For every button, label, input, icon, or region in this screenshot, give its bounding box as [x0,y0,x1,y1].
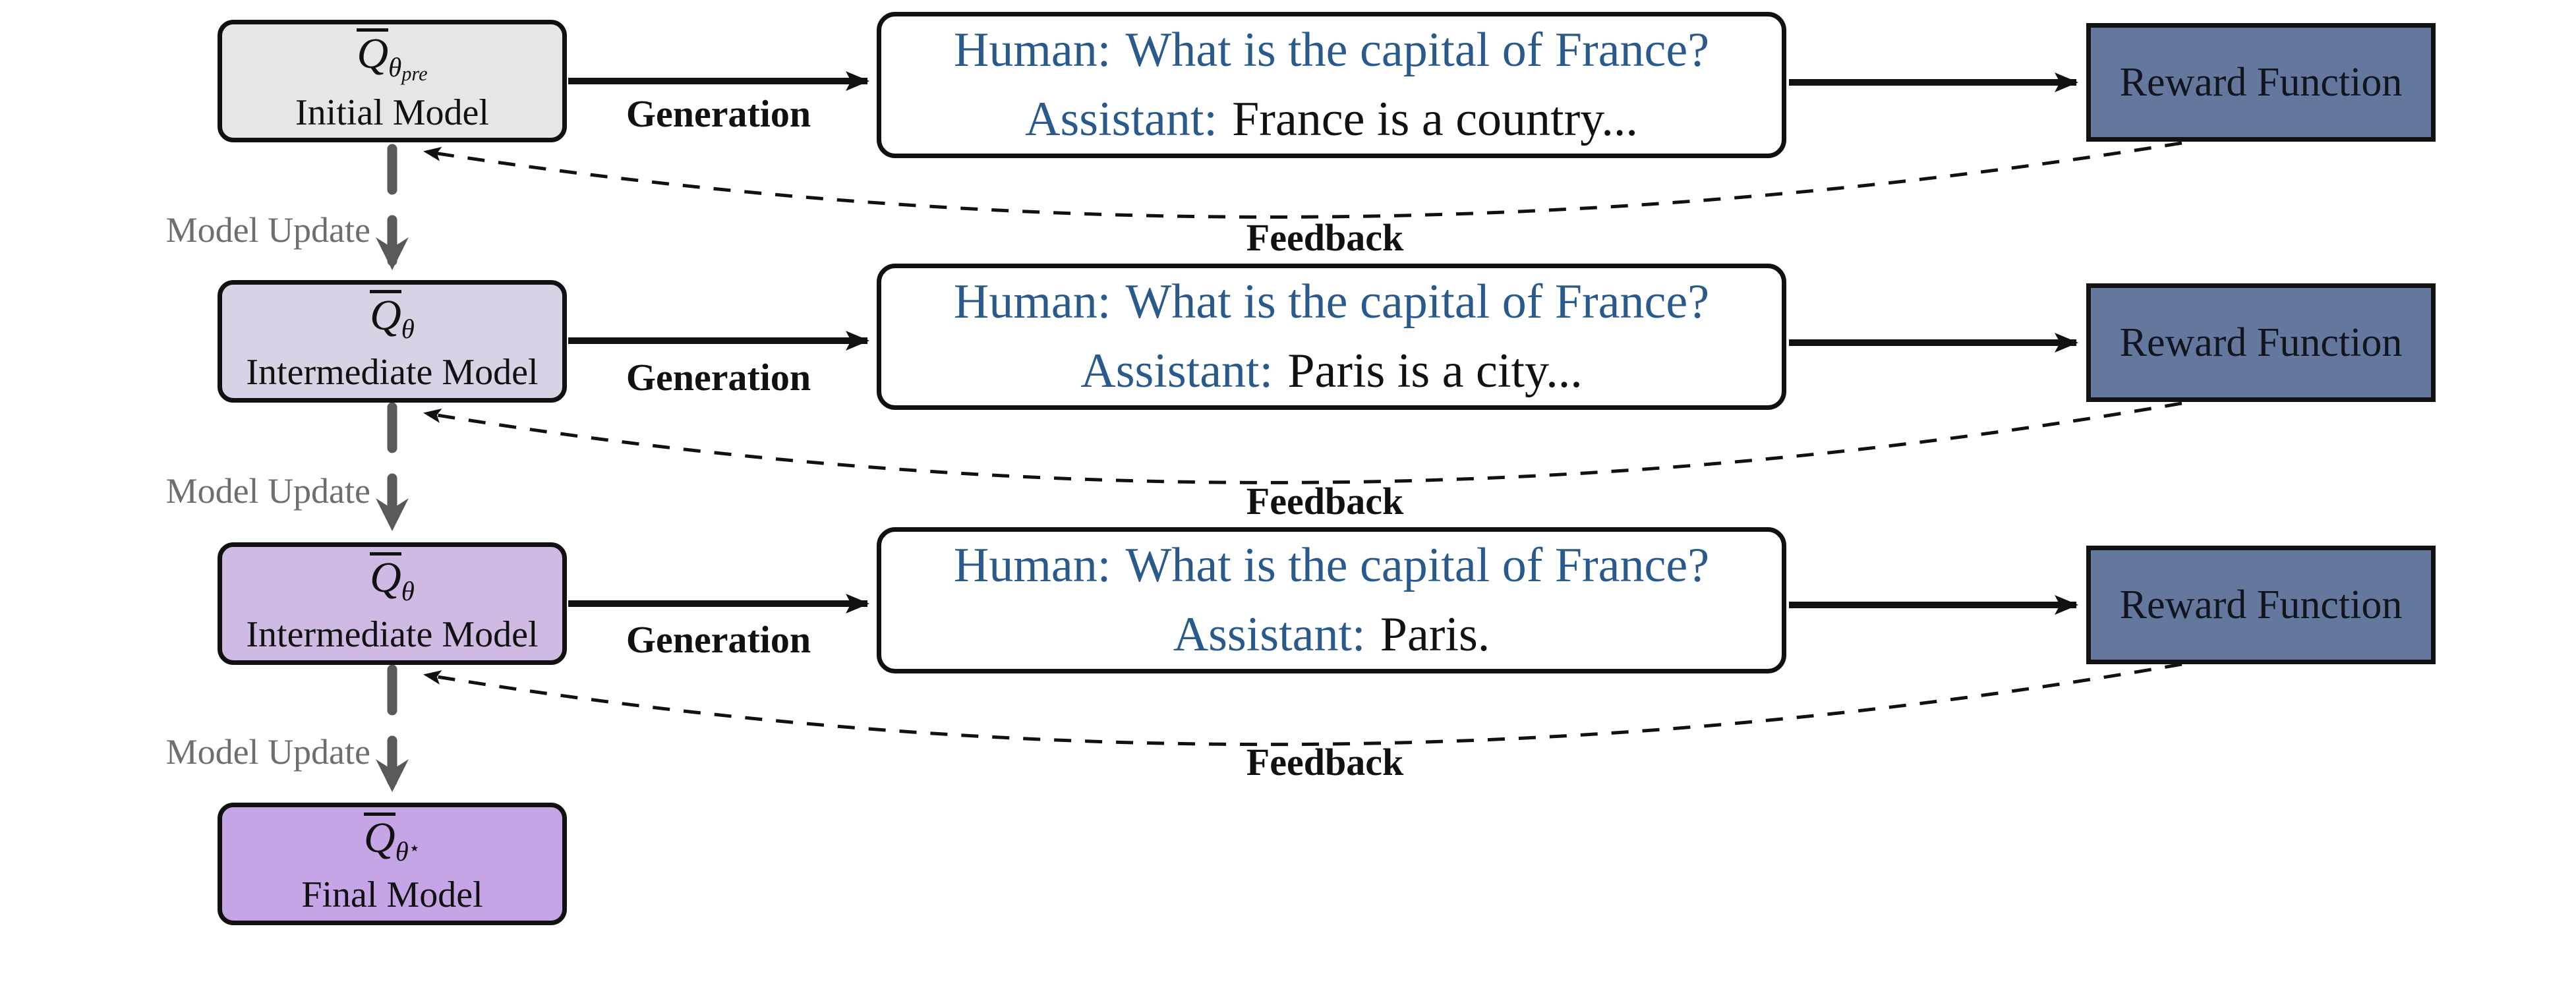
feedback-label-row3: Feedback [1246,741,1404,784]
feedback-label-row1: Feedback [1246,216,1404,259]
model-update-label-1: Model Update [165,210,370,250]
reward-function-label: Reward Function [2119,59,2403,105]
dialogue-box-row1: Human: What is the capital of France? Ass… [877,12,1786,158]
initial-model-box: Qθpre Initial Model [218,20,567,142]
human-text: What is the capital of France? [1125,538,1710,592]
reward-function-box-row2: Reward Function [2086,283,2436,402]
human-label: Human: [953,538,1111,592]
assistant-text: France is a country... [1232,92,1638,146]
human-line: Human: What is the capital of France? [954,268,1709,337]
generation-label-row3: Generation [626,618,811,661]
model-update-label-3: Model Update [165,732,370,772]
generation-label-row1: Generation [626,92,811,135]
dialogue-box-row3: Human: What is the capital of France? Ass… [877,527,1786,673]
reward-function-label: Reward Function [2119,582,2403,627]
assistant-line: Assistant: France is a country... [1025,85,1638,154]
human-line: Human: What is the capital of France? [954,531,1709,600]
model-math-symbol: Qθ [370,552,415,606]
model-label: Intermediate Model [246,351,539,393]
human-text: What is the capital of France? [1125,22,1710,77]
generation-label-row2: Generation [626,356,811,399]
assistant-label: Assistant: [1080,344,1273,398]
dialogue-box-row2: Human: What is the capital of France? Ass… [877,264,1786,410]
reward-function-box-row1: Reward Function [2086,23,2436,142]
assistant-line: Assistant: Paris. [1173,600,1490,670]
human-line: Human: What is the capital of France? [954,16,1709,85]
assistant-text: Paris. [1380,608,1490,662]
reward-function-box-row3: Reward Function [2086,546,2436,664]
feedback-curve-row3 [423,662,2182,747]
intermediate-model-box-1: Qθ Intermediate Model [218,280,567,403]
model-label: Initial Model [295,92,489,134]
human-text: What is the capital of France? [1125,274,1710,329]
model-label: Final Model [301,874,483,915]
model-math-symbol: Qθ [370,289,415,344]
assistant-label: Assistant: [1173,608,1366,662]
assistant-text: Paris is a city... [1287,344,1583,398]
feedback-curve-row2 [423,401,2182,484]
model-math-symbol: Qθ⋆ [364,812,421,867]
feedback-label-row2: Feedback [1246,480,1404,523]
intermediate-model-box-2: Qθ Intermediate Model [218,542,567,665]
assistant-line: Assistant: Paris is a city... [1080,337,1582,406]
reward-function-label: Reward Function [2119,320,2403,365]
final-model-box: Qθ⋆ Final Model [218,803,567,925]
model-update-label-2: Model Update [165,471,370,511]
human-label: Human: [953,274,1111,329]
model-math-symbol: Qθpre [357,28,428,85]
human-label: Human: [953,22,1111,77]
assistant-label: Assistant: [1025,92,1217,146]
model-label: Intermediate Model [246,614,539,655]
